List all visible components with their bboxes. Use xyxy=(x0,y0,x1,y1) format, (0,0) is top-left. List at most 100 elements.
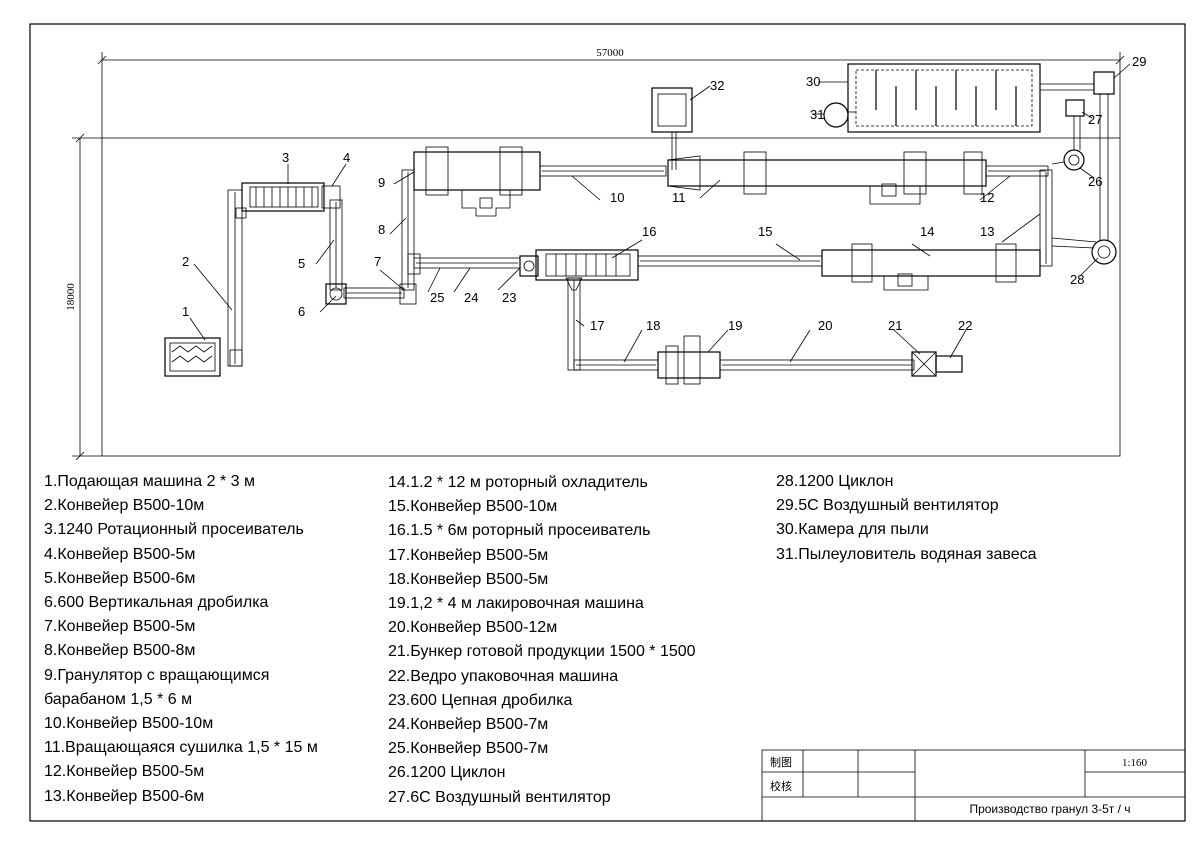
legend-item: 9.Гранулятор с вращающимся xyxy=(44,666,270,684)
callout-31: 31 xyxy=(810,107,824,122)
rotary-screen-3 xyxy=(235,182,325,219)
height-dimension: 18000 xyxy=(65,133,102,461)
drawn-label: 制图 xyxy=(770,756,792,769)
callout-labels: 1 2 3 4 5 6 7 8 9 10 11 12 13 14 15 16 1… xyxy=(182,54,1146,333)
legend-item: барабаном 1,5 * 6 м xyxy=(44,690,193,708)
legend-item: 20.Конвейер B500-12м xyxy=(388,619,558,637)
rotary-dryer-11 xyxy=(667,151,987,205)
callout-13: 13 xyxy=(980,224,994,239)
callout-2: 2 xyxy=(182,254,189,269)
drawing-title: Производство гранул 3-5т / ч xyxy=(969,802,1130,816)
callout-14: 14 xyxy=(920,224,934,239)
feeder-machine xyxy=(164,337,221,377)
bin-32 xyxy=(651,87,693,170)
legend-item: 7.Конвейер B500-5м xyxy=(44,618,196,636)
conveyor-2 xyxy=(227,189,243,367)
callout-6: 6 xyxy=(298,304,305,319)
coating-machine-19 xyxy=(657,335,721,385)
width-dimension: 57000 xyxy=(97,47,1125,138)
legend-item: 30.Камера для пыли xyxy=(776,521,929,539)
legend-item: 5.Конвейер B500-6м xyxy=(44,569,196,587)
legend-item: 6.600 Вертикальная дробилка xyxy=(44,594,269,612)
conveyor-4-5 xyxy=(321,185,343,291)
conveyor-12 xyxy=(985,165,1049,177)
callout-23: 23 xyxy=(502,290,516,305)
legend-item: 27.6C Воздушный вентилятор xyxy=(388,788,611,806)
conveyor-17 xyxy=(565,277,583,371)
callout-1: 1 xyxy=(182,304,189,319)
dust-chamber-30 xyxy=(847,63,1041,133)
chain-crusher-23 xyxy=(519,255,539,277)
legend-column-1: 1.Подающая машина 2 * 3 м 2.Конвейер B500… xyxy=(44,470,318,809)
conveyor-24-25 xyxy=(407,253,521,275)
callout-29: 29 xyxy=(1132,54,1146,69)
legend-item: 18.Конвейер B500-5м xyxy=(388,570,549,588)
leader-lines xyxy=(189,63,1131,363)
hopper-21 xyxy=(911,351,937,377)
legend-item: 12.Конвейер B500-5м xyxy=(44,763,205,781)
callout-21: 21 xyxy=(888,318,902,333)
conveyor-7 xyxy=(343,283,417,305)
legend-item: 14.1.2 * 12 м роторный охладитель xyxy=(388,474,648,491)
legend-column-3: 28.1200 Циклон 29.5C Воздушный вентилятор… xyxy=(776,470,1037,567)
callout-10: 10 xyxy=(610,190,624,205)
scale-value: 1:160 xyxy=(1122,757,1148,769)
callout-17: 17 xyxy=(590,318,604,333)
conveyor-10 xyxy=(539,165,667,177)
callout-30: 30 xyxy=(806,74,820,89)
legend-item: 22.Ведро упаковочная машина xyxy=(388,667,619,685)
callout-25: 25 xyxy=(430,290,444,305)
callout-4: 4 xyxy=(343,150,350,165)
granulator-9 xyxy=(413,146,541,217)
legend-item: 23.600 Цепная дробилка xyxy=(388,691,573,709)
callout-5: 5 xyxy=(298,256,305,271)
callout-22: 22 xyxy=(958,318,972,333)
conveyor-20 xyxy=(719,359,915,371)
callout-28: 28 xyxy=(1070,272,1084,287)
water-curtain-31 xyxy=(823,102,856,128)
legend-item: 13.Конвейер B500-6м xyxy=(44,787,205,805)
legend-item: 16.1.5 * 6м роторный просеиватель xyxy=(388,522,651,540)
callout-15: 15 xyxy=(758,224,772,239)
callout-24: 24 xyxy=(464,290,478,305)
fan-27 xyxy=(1065,99,1085,150)
legend-item: 8.Конвейер B500-8м xyxy=(44,642,196,660)
legend-item: 11.Вращающаяся сушилка 1,5 * 15 м xyxy=(44,739,318,757)
packing-machine-22 xyxy=(935,355,963,373)
width-dimension-value: 57000 xyxy=(596,47,624,59)
legend-item: 15.Конвейер B500-10м xyxy=(388,498,558,516)
callout-32: 32 xyxy=(710,78,724,93)
callout-3: 3 xyxy=(282,150,289,165)
fan-29 xyxy=(1040,71,1115,240)
conveyor-15 xyxy=(637,255,823,267)
legend-item: 25.Конвейер B500-7м xyxy=(388,740,549,758)
checked-label: 校核 xyxy=(770,779,792,793)
legend-item: 19.1,2 * 4 м лакировочная машина xyxy=(388,595,644,613)
sheet-border xyxy=(29,23,1186,822)
callout-27: 27 xyxy=(1088,112,1102,127)
legend-item: 4.Конвейер B500-5м xyxy=(44,545,196,563)
callout-19: 19 xyxy=(728,318,742,333)
legend-item: 24.Конвейер B500-7м xyxy=(388,716,549,734)
legend-item: 31.Пылеуловитель водяная завеса xyxy=(776,545,1037,563)
legend-item: 10.Конвейер B500-10м xyxy=(44,715,214,733)
legend-item: 3.1240 Ротационный просеиватель xyxy=(44,521,304,539)
legend-item: 17.Конвейер B500-5м xyxy=(388,546,549,564)
callout-8: 8 xyxy=(378,222,385,237)
title-block: 制图 校核 1:160 Производство гранул 3-5т / ч xyxy=(761,749,1186,822)
legend-item: 2.Конвейер B500-10м xyxy=(44,497,205,515)
legend-item: 28.1200 Циклон xyxy=(776,473,894,490)
legend-item: 1.Подающая машина 2 * 3 м xyxy=(44,473,256,490)
callout-20: 20 xyxy=(818,318,832,333)
rotary-screen-16 xyxy=(535,249,639,281)
legend-item: 21.Бункер готовой продукции 1500 * 1500 xyxy=(388,643,696,661)
height-dimension-value: 18000 xyxy=(65,283,77,311)
callout-18: 18 xyxy=(646,318,660,333)
legend-column-2: 14.1.2 * 12 м роторный охладитель 15.Конв… xyxy=(388,471,696,810)
legend-item: 29.5C Воздушный вентилятор xyxy=(776,497,999,515)
vertical-crusher-6 xyxy=(325,283,347,305)
callout-9: 9 xyxy=(378,175,385,190)
conveyor-13 xyxy=(1039,169,1053,267)
callout-7: 7 xyxy=(374,254,381,269)
